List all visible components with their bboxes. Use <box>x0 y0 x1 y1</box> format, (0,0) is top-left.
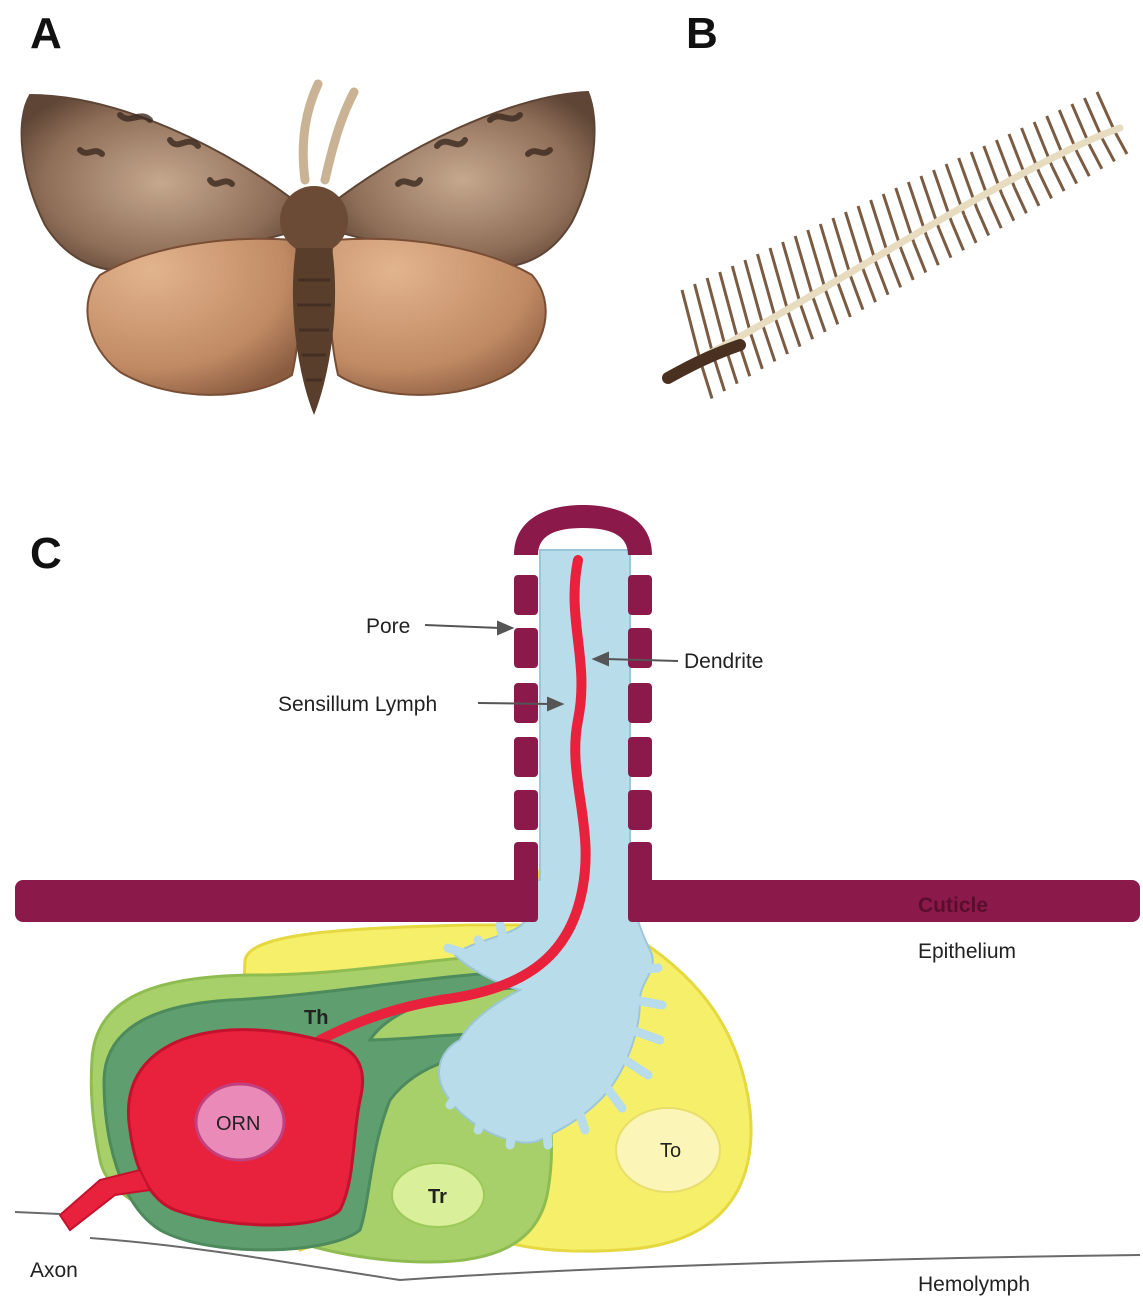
antenna-branch-lower <box>750 332 762 369</box>
moth-illustration <box>22 84 595 415</box>
antenna-branch-lower <box>977 208 989 236</box>
moth-left-antenna <box>303 84 318 180</box>
moth-right-antenna <box>325 92 354 180</box>
antenna-branch-lower <box>826 291 838 325</box>
antenna-branch-lower <box>775 319 787 355</box>
antenna-branch-lower <box>964 215 976 243</box>
antenna-branch-upper <box>720 272 738 339</box>
antenna-branch-lower <box>801 305 813 340</box>
antenna-branch-upper <box>808 230 826 291</box>
antenna-branch-lower <box>1102 139 1114 162</box>
antenna-branch-lower <box>1052 167 1064 192</box>
antenna-branch-upper <box>682 290 700 360</box>
sensillum-cap <box>514 505 652 555</box>
antenna-branch-lower <box>901 249 913 280</box>
antenna-branch-upper <box>1097 92 1115 132</box>
label-tr: Tr <box>428 1186 447 1208</box>
label-epithelium: Epithelium <box>918 940 1016 963</box>
antenna-branch-upper <box>845 212 863 270</box>
antenna-branch-lower <box>1065 160 1077 184</box>
panel-label-b: B <box>686 9 718 58</box>
antenna-branch-lower <box>1077 153 1089 177</box>
antenna-branch-lower <box>1115 132 1127 154</box>
antenna-branch-lower <box>989 201 1001 228</box>
antenna-branch-lower <box>1027 180 1039 206</box>
antenna-branch-lower <box>813 298 825 332</box>
antenna-branch-upper <box>695 284 713 353</box>
antenna-branch-lower <box>939 229 951 258</box>
label-dendrite: Dendrite <box>684 650 763 673</box>
label-orn: ORN <box>216 1113 260 1135</box>
cuticle-right <box>628 880 1140 922</box>
lymph-arrow <box>478 703 550 704</box>
sensillum-diagram: Pore Dendrite Sensillum Lymph Cuticle Ep… <box>15 505 1140 1296</box>
antenna-branch-upper <box>820 224 838 284</box>
pore-arrow <box>425 625 500 628</box>
antenna-branch-upper <box>833 218 851 277</box>
antenna-branch-lower <box>889 256 901 287</box>
label-sensillum-lymph: Sensillum Lymph <box>278 693 437 716</box>
antenna-branch-upper <box>770 248 788 312</box>
antenna-branch-upper <box>795 236 813 298</box>
sensillum-lymph-cavity <box>439 550 653 1143</box>
antenna-branch-lower <box>763 325 775 361</box>
antenna-branch-upper <box>745 260 763 325</box>
antenna-branch-lower <box>1014 187 1026 213</box>
antenna-branch-lower <box>914 243 926 273</box>
moth-thorax <box>280 186 348 254</box>
cuticle-left <box>15 880 535 922</box>
antenna-branch-lower <box>926 236 938 265</box>
antenna-branch-lower <box>788 312 800 347</box>
antenna-branch-lower <box>1040 173 1052 198</box>
antenna-illustration <box>668 92 1127 399</box>
antenna-branch-upper <box>858 206 876 263</box>
label-to: To <box>660 1140 681 1162</box>
panel-label-c: C <box>30 529 62 578</box>
antenna-branch-lower <box>838 284 850 317</box>
antenna-branch-upper <box>757 254 775 319</box>
label-hemolymph: Hemolymph <box>918 1273 1030 1296</box>
antenna-pectinations <box>682 92 1127 399</box>
antenna-branch-lower <box>1002 194 1014 221</box>
antenna-branch-upper <box>707 278 725 346</box>
label-th: Th <box>304 1007 328 1029</box>
panel-label-a: A <box>30 9 62 58</box>
antenna-branch-lower <box>952 222 964 251</box>
antenna-branch-lower <box>1090 146 1102 169</box>
antenna-branch-upper <box>732 266 750 332</box>
label-pore: Pore <box>366 615 410 638</box>
label-cuticle: Cuticle <box>918 894 988 917</box>
antenna-branch-lower <box>863 270 875 302</box>
label-axon: Axon <box>30 1259 78 1282</box>
antenna-branch-upper <box>783 242 801 305</box>
antenna-branch-lower <box>876 263 888 295</box>
antenna-branch-lower <box>851 277 863 310</box>
